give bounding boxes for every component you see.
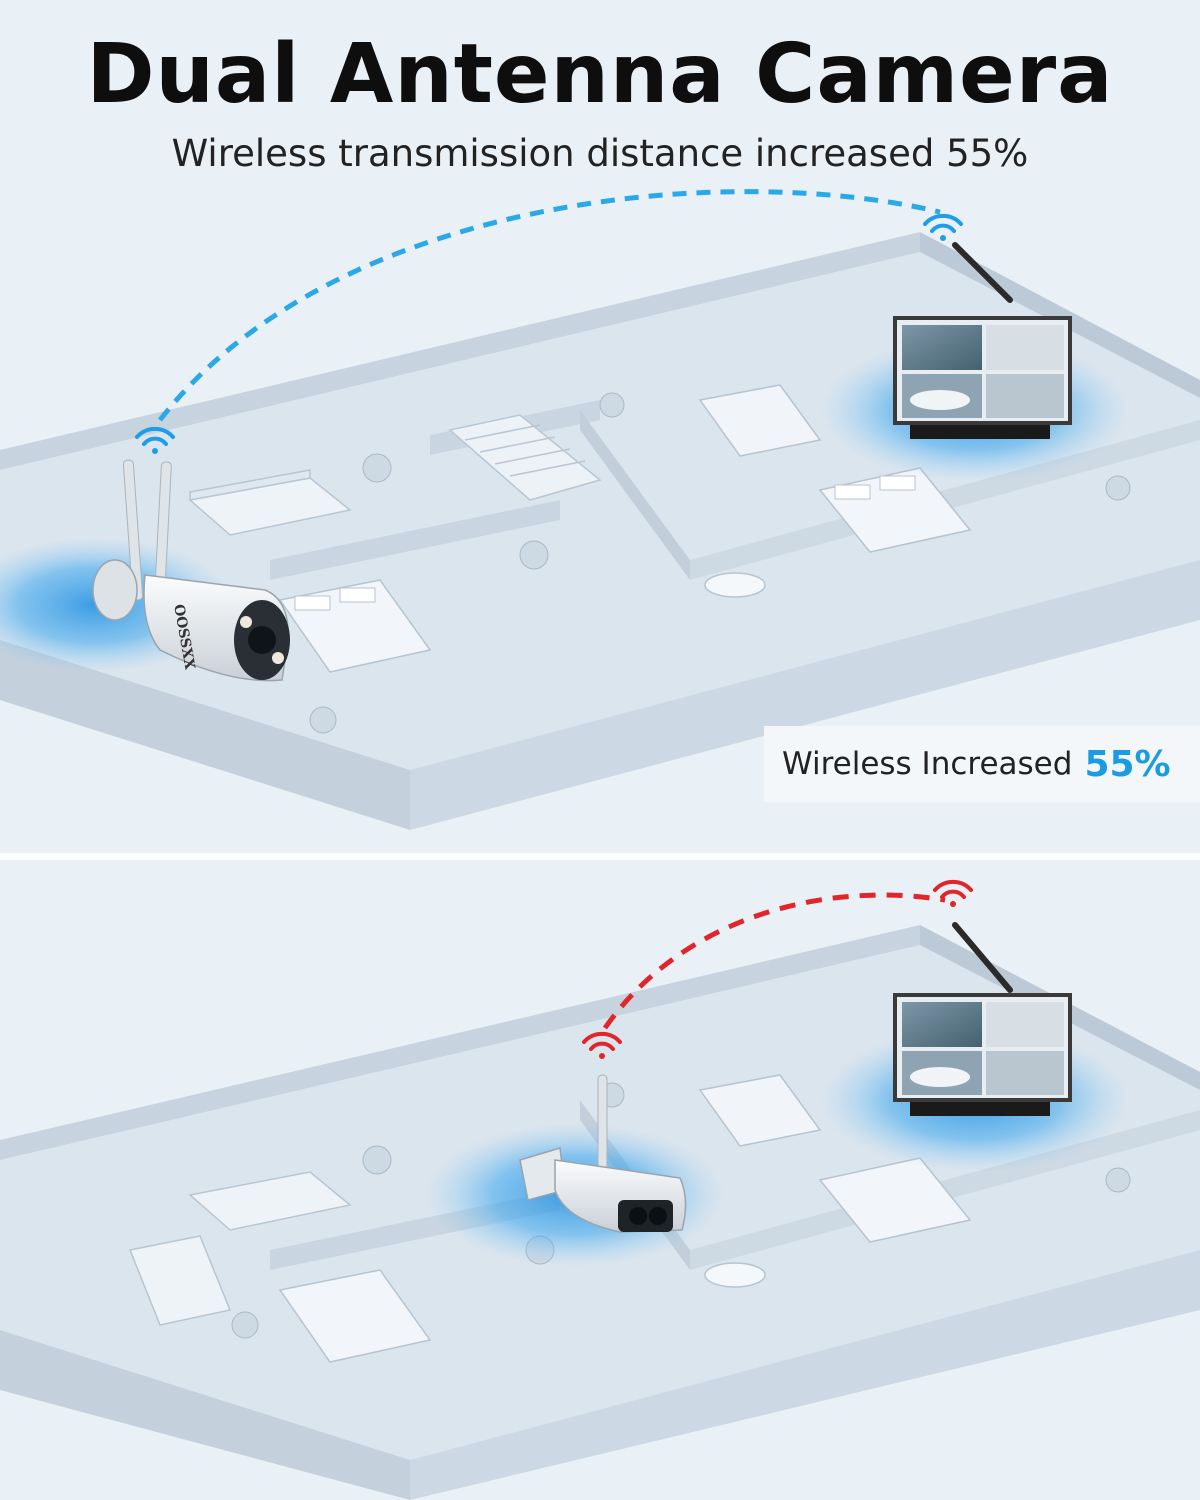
- bed: [818, 1157, 972, 1243]
- plant: [309, 392, 1131, 734]
- badge-percent: 55%: [1084, 743, 1171, 785]
- wifi-icon-blue: [923, 213, 963, 241]
- headline: Dual Antenna Camera: [86, 27, 1114, 122]
- wifi-icon-blue: [135, 426, 175, 454]
- wireless-badge: Wireless Increased 55%: [764, 726, 1200, 802]
- panel-divider: [0, 853, 1200, 860]
- bathtub: [704, 1262, 766, 1288]
- subheadline: Wireless transmission distance increased…: [171, 132, 1029, 175]
- dual-antenna-camera: OOSSXX: [92, 459, 290, 682]
- bathtub: [704, 572, 766, 598]
- wifi-icon-red: [582, 1031, 622, 1059]
- sofa: [128, 1171, 352, 1326]
- wifi-icon-red: [933, 879, 973, 907]
- top-floorplan: OOSSXX: [0, 189, 1200, 830]
- nvr-monitor: [893, 922, 1072, 1116]
- bed: [278, 1269, 432, 1363]
- bottom-floorplan: [0, 879, 1200, 1500]
- staircase: [448, 414, 602, 501]
- badge-label: Wireless Increased: [782, 746, 1073, 782]
- sofa: [188, 469, 352, 536]
- bed: [818, 467, 972, 553]
- dining-table: [698, 1074, 822, 1147]
- dining-table: [698, 384, 822, 457]
- single-antenna-camera: [519, 1074, 687, 1233]
- nvr-monitor: [893, 242, 1072, 439]
- bed: [278, 579, 432, 673]
